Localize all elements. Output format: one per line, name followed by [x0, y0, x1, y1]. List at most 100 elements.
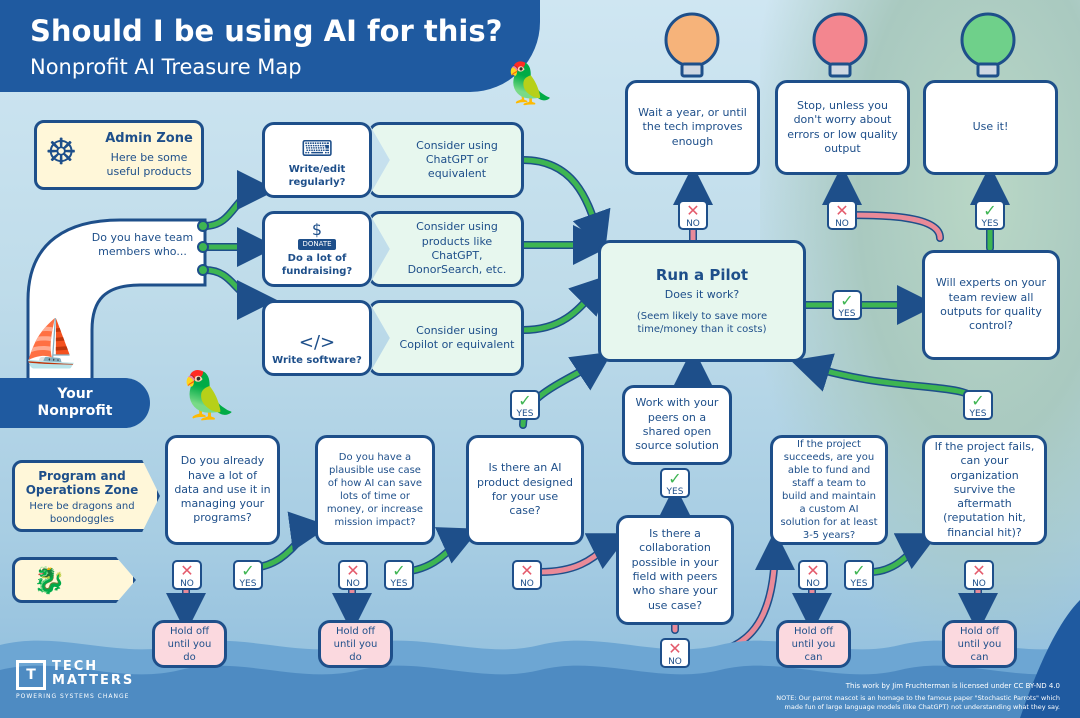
question-text: If the project succeeds, are you able to…	[780, 439, 878, 541]
suggestion-copilot: Consider using Copilot or equivalent	[368, 300, 524, 376]
page-title: Should I be using AI for this?	[30, 14, 503, 48]
admin-zone-sign: ☸ Admin Zone Here be some useful product…	[34, 120, 204, 190]
suggestion-text: Consider using ChatGPT or equivalent	[416, 138, 498, 181]
question-text: Do you have a plausible use case of how …	[326, 452, 424, 528]
suggestion-text: Consider using Copilot or equivalent	[399, 323, 515, 351]
x-icon: ✕	[686, 201, 700, 220]
question-collaboration: Is there a collaboration possible in you…	[616, 515, 734, 625]
no-badge: ✕NO	[678, 200, 708, 230]
yes-badge: ✓YES	[963, 390, 993, 420]
x-icon: ✕	[835, 201, 849, 220]
code-window-icon: </>	[298, 332, 336, 353]
check-icon: ✓	[852, 561, 866, 580]
experts-review-box: Will experts on your team review all out…	[922, 250, 1060, 360]
no-label: NO	[520, 579, 534, 589]
program-zone-title: Program and Operations Zone	[25, 469, 139, 498]
no-label: NO	[972, 579, 986, 589]
yes-label: YES	[516, 409, 534, 419]
program-zone-body: Here be dragons and boondoggles	[29, 501, 135, 525]
yes-label: YES	[969, 409, 987, 419]
peers-open-source-box: Work with your peers on a shared open so…	[622, 385, 732, 465]
yes-badge: ✓YES	[384, 560, 414, 590]
no-label: NO	[806, 579, 820, 589]
outcome-use-it: Use it!	[923, 80, 1058, 175]
logo-line2: MATTERS	[52, 673, 135, 688]
branch-dot	[197, 241, 209, 253]
check-icon: ✓	[241, 561, 255, 580]
yes-badge: ✓YES	[832, 290, 862, 320]
question-fund-staff: If the project succeeds, are you able to…	[770, 435, 888, 545]
flying-parrot-icon: 🦜	[505, 61, 555, 107]
title-panel	[0, 0, 540, 92]
hold-off-text: Hold off until you do	[333, 625, 378, 663]
option-write-edit: ⌨ Write/edit regularly?	[262, 122, 372, 198]
check-icon: ✓	[971, 391, 985, 410]
yes-badge: ✓YES	[660, 468, 690, 498]
option-label: Write/edit regularly?	[288, 164, 346, 188]
no-label: NO	[835, 219, 849, 229]
no-badge: ✕NO	[660, 638, 690, 668]
yes-label: YES	[666, 487, 684, 497]
pilot-note: (Seem likely to save more time/money tha…	[636, 310, 768, 335]
no-badge: ✕NO	[827, 200, 857, 230]
run-pilot-box: Run a Pilot Does it work? (Seem likely t…	[598, 240, 806, 362]
admin-zone-title: Admin Zone	[105, 131, 193, 146]
yes-label: YES	[981, 219, 999, 229]
option-label: Write software?	[272, 355, 362, 366]
footer-note-1: NOTE: Our parrot mascot is an homage to …	[776, 694, 1060, 702]
question-data: Do you already have a lot of data and us…	[165, 435, 280, 545]
perched-parrot-icon: 🦜	[180, 368, 238, 422]
no-label: NO	[668, 657, 682, 667]
hold-off-text: Hold off until you can	[791, 625, 836, 663]
peers-open-source-text: Work with your peers on a shared open so…	[635, 396, 719, 453]
ship-icon: ⛵	[22, 316, 80, 370]
logo-line1: TECH	[52, 659, 99, 674]
suggestion-donorsearch: Consider using products like ChatGPT, Do…	[368, 211, 524, 287]
question-text: Is there a collaboration possible in you…	[631, 527, 719, 612]
program-zone-sign: Program and Operations Zone Here be drag…	[12, 460, 160, 532]
x-icon: ✕	[972, 561, 986, 580]
pilot-title: Run a Pilot	[655, 266, 749, 285]
outcome-text: Stop, unless you don't worry about error…	[787, 98, 898, 155]
yes-badge: ✓YES	[233, 560, 263, 590]
outcome-text: Wait a year, or until the tech improves …	[638, 106, 747, 148]
yes-label: YES	[850, 579, 868, 589]
tech-matters-logo: TECH MATTERS	[52, 660, 134, 688]
yes-label: YES	[390, 579, 408, 589]
yes-badge: ✓YES	[510, 390, 540, 420]
check-icon: ✓	[983, 201, 997, 220]
admin-zone-body: Here be some useful products	[106, 151, 192, 178]
branch-dot	[197, 220, 209, 232]
no-badge: ✕NO	[512, 560, 542, 590]
footer-note-2: made fun of large language models (like …	[784, 703, 1060, 711]
question-text: Is there an AI product designed for your…	[476, 461, 574, 518]
keyboard-icon: ⌨	[301, 137, 333, 162]
check-icon: ✓	[518, 391, 532, 410]
hold-off-fund: Hold off until you can	[776, 620, 851, 668]
yes-badge: ✓YES	[844, 560, 874, 590]
donate-icon: $	[311, 219, 323, 239]
no-label: NO	[346, 579, 360, 589]
hold-off-data: Hold off until you do	[152, 620, 227, 668]
your-nonprofit-label: Your Nonprofit	[0, 378, 150, 428]
hold-off-survive: Hold off until you can	[942, 620, 1017, 668]
x-icon: ✕	[180, 561, 194, 580]
yes-label: YES	[239, 579, 257, 589]
check-icon: ✓	[840, 291, 854, 310]
no-label: NO	[686, 219, 700, 229]
no-badge: ✕NO	[798, 560, 828, 590]
branch-dot	[197, 264, 209, 276]
question-survive-fail: If the project fails, can your organizat…	[922, 435, 1047, 545]
hold-off-text: Hold off until you can	[957, 625, 1002, 663]
question-use-case: Do you have a plausible use case of how …	[315, 435, 435, 545]
no-badge: ✕NO	[964, 560, 994, 590]
x-icon: ✕	[806, 561, 820, 580]
suggestion-chatgpt: Consider using ChatGPT or equivalent	[368, 122, 524, 198]
hold-off-text: Hold off until you do	[167, 625, 212, 663]
license-text: This work by Jim Fruchterman is licensed…	[845, 682, 1060, 690]
outcome-text: Use it!	[972, 120, 1009, 134]
check-icon: ✓	[668, 469, 682, 488]
option-software: </> Write software?	[262, 300, 372, 376]
